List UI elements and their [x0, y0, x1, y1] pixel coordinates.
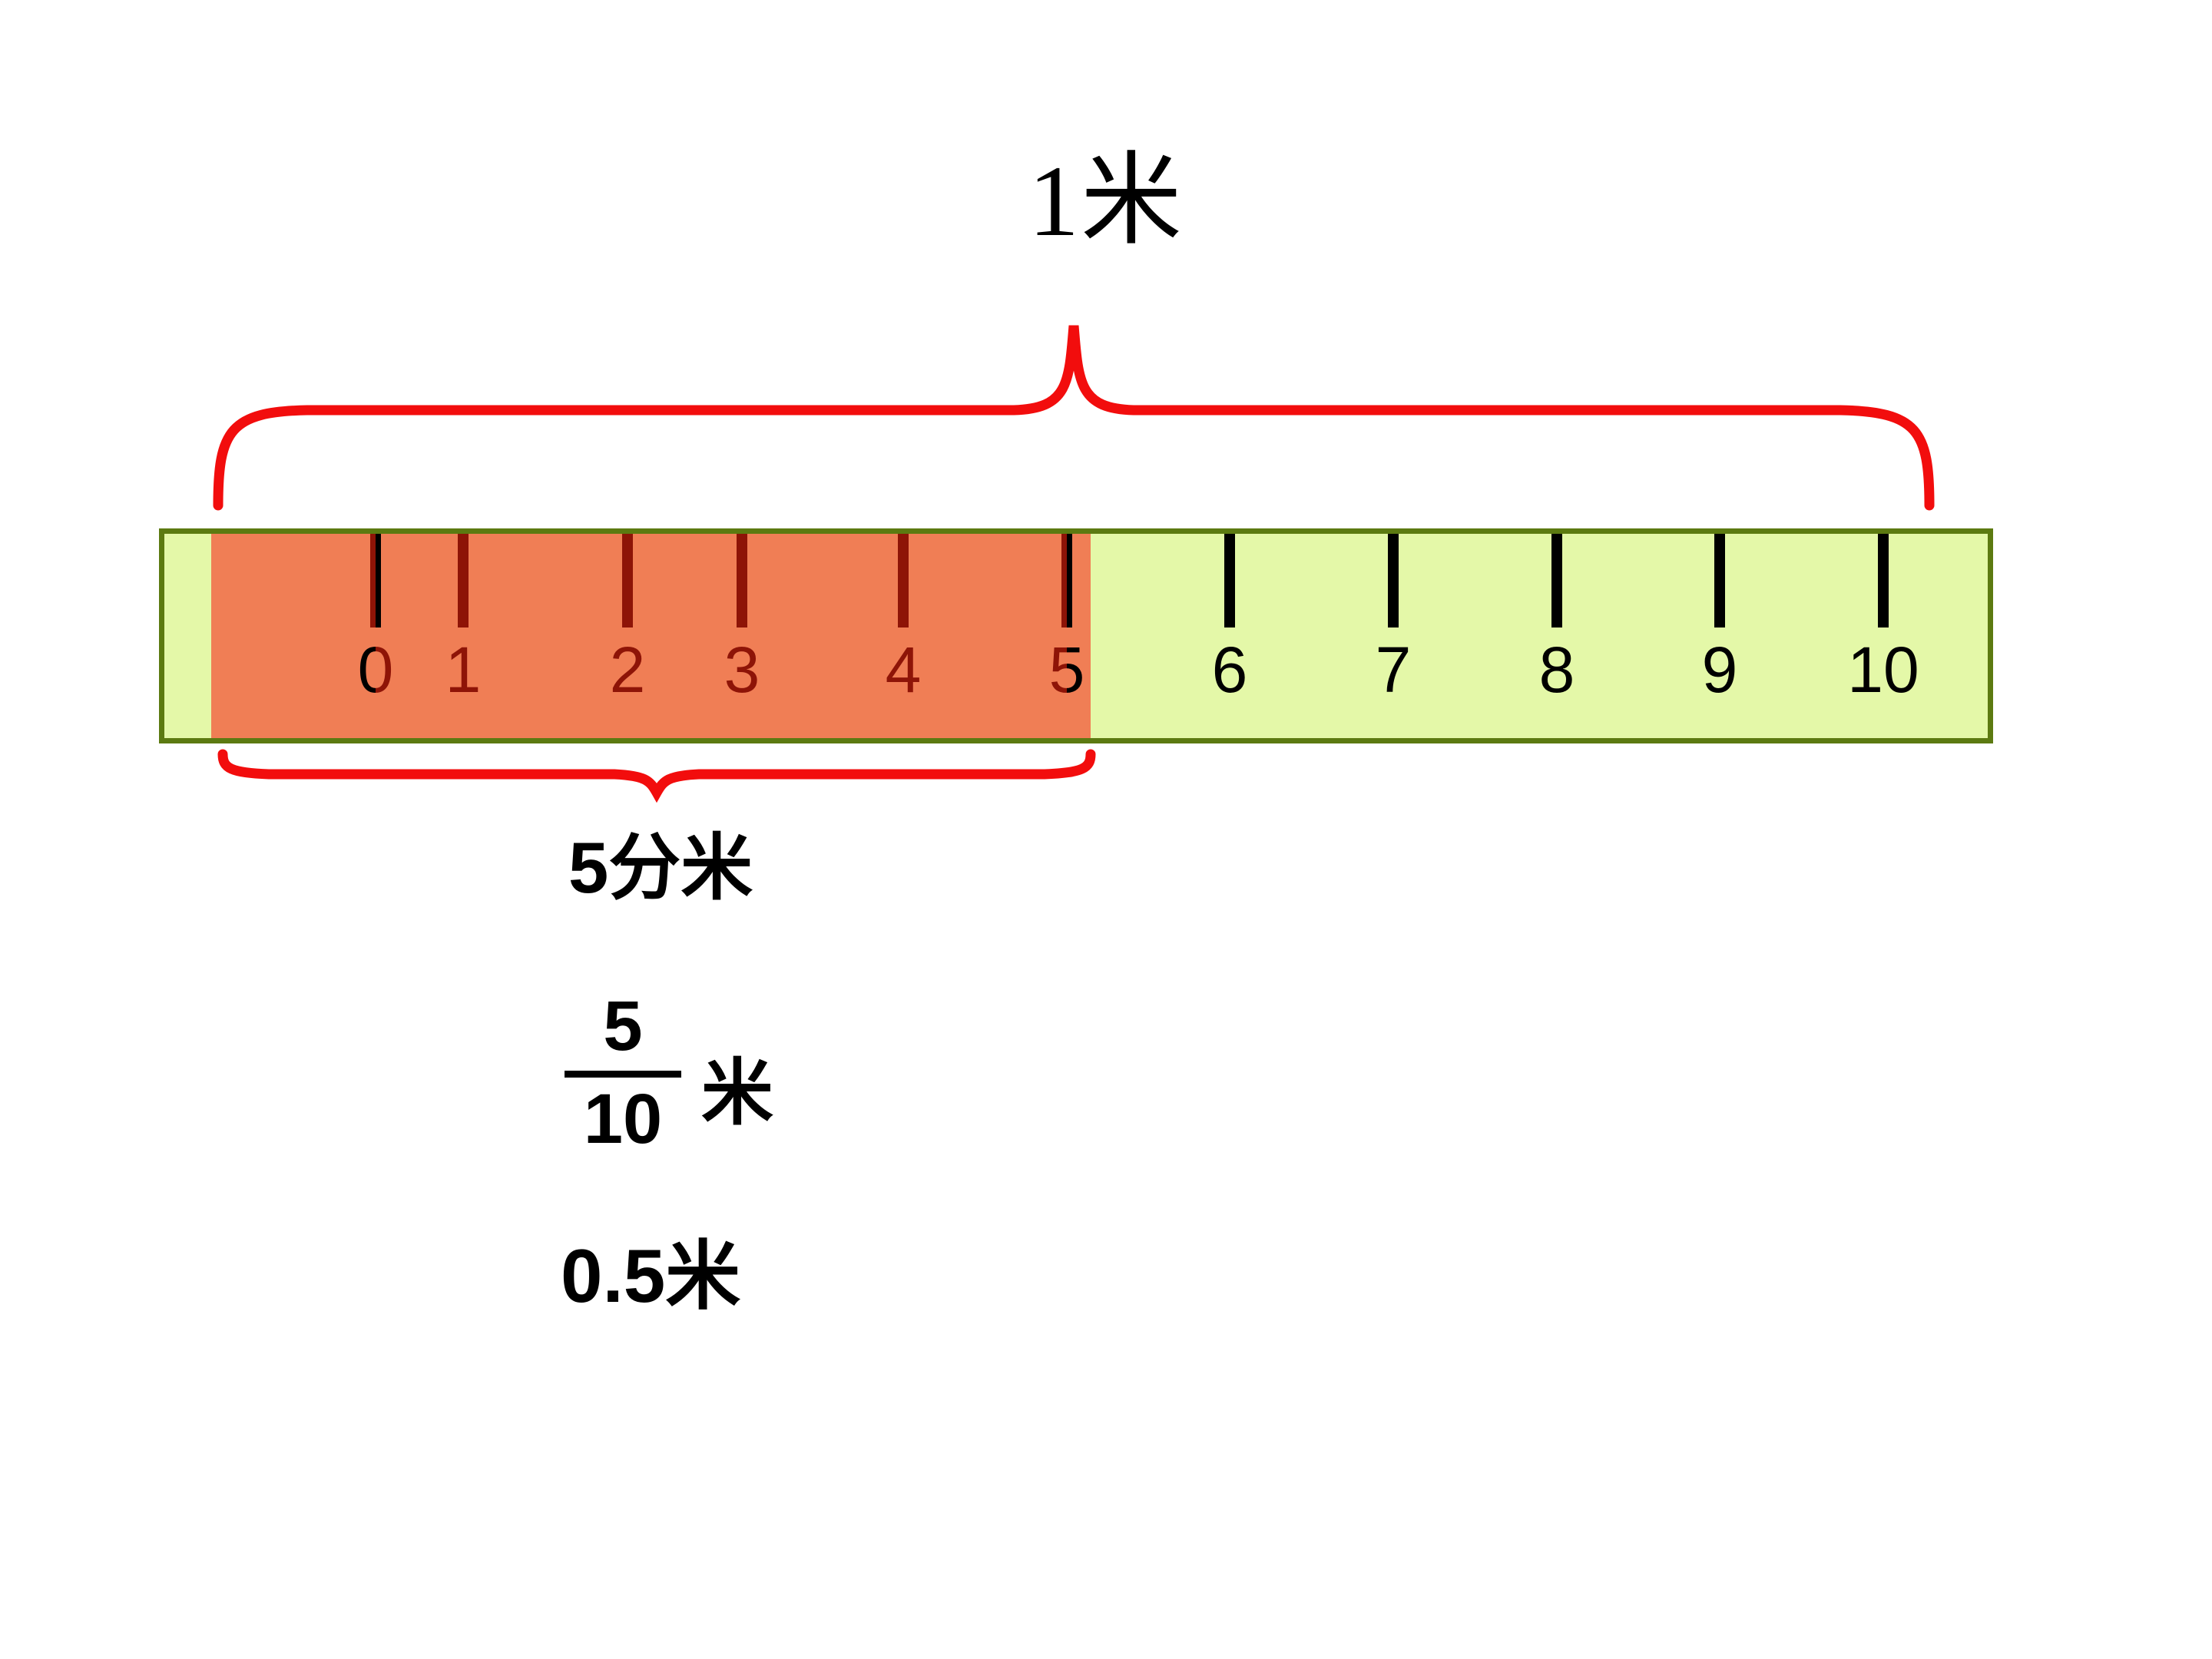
fraction-denominator: 10	[583, 1079, 663, 1158]
title-unit: 米	[1081, 144, 1184, 257]
tick-label-7: 7	[1375, 634, 1412, 706]
ruler-highlight-region	[211, 534, 1091, 738]
top-brace	[213, 325, 1935, 511]
fraction-bar	[565, 1070, 681, 1078]
tick-label-9: 9	[1701, 634, 1738, 706]
tick-mark-0	[370, 534, 381, 628]
tick-mark-9	[1714, 534, 1725, 628]
caption-decimal-number: 0.5	[561, 1233, 666, 1318]
tick-label-10: 10	[1847, 634, 1919, 706]
tick-label-1: 1	[445, 634, 482, 706]
caption-decimetre-number: 5	[568, 827, 609, 908]
fraction: 5 10	[565, 987, 681, 1158]
tick-label-6: 6	[1211, 634, 1248, 706]
caption-fraction: 5 10 米	[565, 987, 774, 1158]
tick-mark-7	[1388, 534, 1399, 628]
caption-decimal: 0.5米	[561, 1238, 740, 1315]
tick-label-5: 5	[1048, 634, 1085, 706]
tick-mark-4	[898, 534, 909, 628]
bottom-brace	[217, 749, 1096, 803]
title-number: 1	[1028, 144, 1081, 257]
caption-decimal-unit: 米	[665, 1236, 741, 1319]
tick-mark-6	[1224, 534, 1235, 628]
tick-label-3: 3	[724, 634, 760, 706]
tick-mark-10	[1878, 534, 1889, 628]
tick-label-2: 2	[609, 634, 646, 706]
tick-mark-5	[1061, 534, 1072, 628]
fraction-numerator: 5	[603, 987, 643, 1065]
tick-mark-1	[458, 534, 469, 628]
tick-label-4: 4	[885, 634, 922, 706]
caption-decimetre: 5分米	[568, 832, 753, 906]
ruler-bar: 0 1 2 3 4 5 6 7 8 9 10	[159, 528, 1993, 743]
tick-mark-3	[737, 534, 747, 628]
tick-label-0: 0	[357, 634, 394, 706]
page-title: 1米	[0, 151, 2212, 252]
tick-mark-2	[622, 534, 633, 628]
tick-label-8: 8	[1538, 634, 1575, 706]
fraction-unit: 米	[701, 1053, 774, 1134]
tick-mark-8	[1551, 534, 1562, 628]
caption-decimetre-unit: 分米	[608, 829, 753, 909]
